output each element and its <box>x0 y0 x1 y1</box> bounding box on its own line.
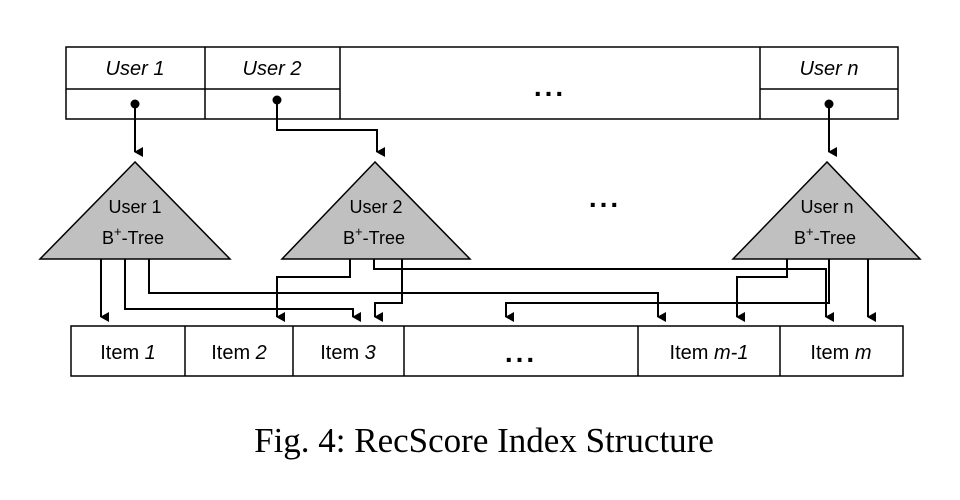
arrow-t1-itemm1 <box>148 259 666 322</box>
item-ellipsis: ... <box>505 337 537 368</box>
btree-user-2: User 2 B+-Tree <box>280 160 472 260</box>
arrow-tn-itemm1 <box>736 259 788 322</box>
tree-triangle <box>38 160 232 260</box>
user-table: User 1 User 2 User n ... <box>65 46 899 120</box>
user-1-label: User 1 <box>106 58 165 80</box>
tree-triangle <box>731 160 922 260</box>
tree-label: User 1 <box>108 197 161 217</box>
tree-type-label: B+-Tree <box>794 224 856 248</box>
tree-to-item-arrows <box>100 259 876 322</box>
tree-type-label: B+-Tree <box>343 224 405 248</box>
item-m-label: Item m <box>810 342 871 364</box>
item-1-label: Item 1 <box>100 342 156 364</box>
btree-user-n: User n B+-Tree <box>731 160 922 260</box>
item-table-border <box>70 325 904 377</box>
user-2-label: User 2 <box>243 58 302 80</box>
tree-ellipsis: ... <box>589 182 621 213</box>
arrow-t2-item2 <box>276 259 351 322</box>
user-to-tree-arrows <box>134 100 837 157</box>
tree-label: User n <box>800 197 853 217</box>
figure-caption: Fig. 4: RecScore Index Structure <box>254 421 714 460</box>
item-m-1-label: Item m-1 <box>670 342 749 364</box>
item-3-label: Item 3 <box>320 342 376 364</box>
tree-label: User 2 <box>349 197 402 217</box>
arrow-t1-item3 <box>124 259 361 322</box>
arrow-t2-itemm <box>373 259 834 322</box>
user-n-label: User n <box>800 58 859 80</box>
arrow-tn-item-mid <box>505 259 830 322</box>
arrow-t2-item3 <box>374 259 403 322</box>
item-table: Item 1 Item 2 Item 3 ... Item m-1 Item m <box>70 325 904 377</box>
item-2-label: Item 2 <box>211 342 267 364</box>
btree-user-1: User 1 B+-Tree <box>38 160 232 260</box>
tree-triangle <box>280 160 472 260</box>
user-ellipsis: ... <box>534 71 566 102</box>
tree-type-label: B+-Tree <box>102 224 164 248</box>
user-table-border <box>65 46 899 120</box>
arrow-user2-tree <box>276 100 385 157</box>
